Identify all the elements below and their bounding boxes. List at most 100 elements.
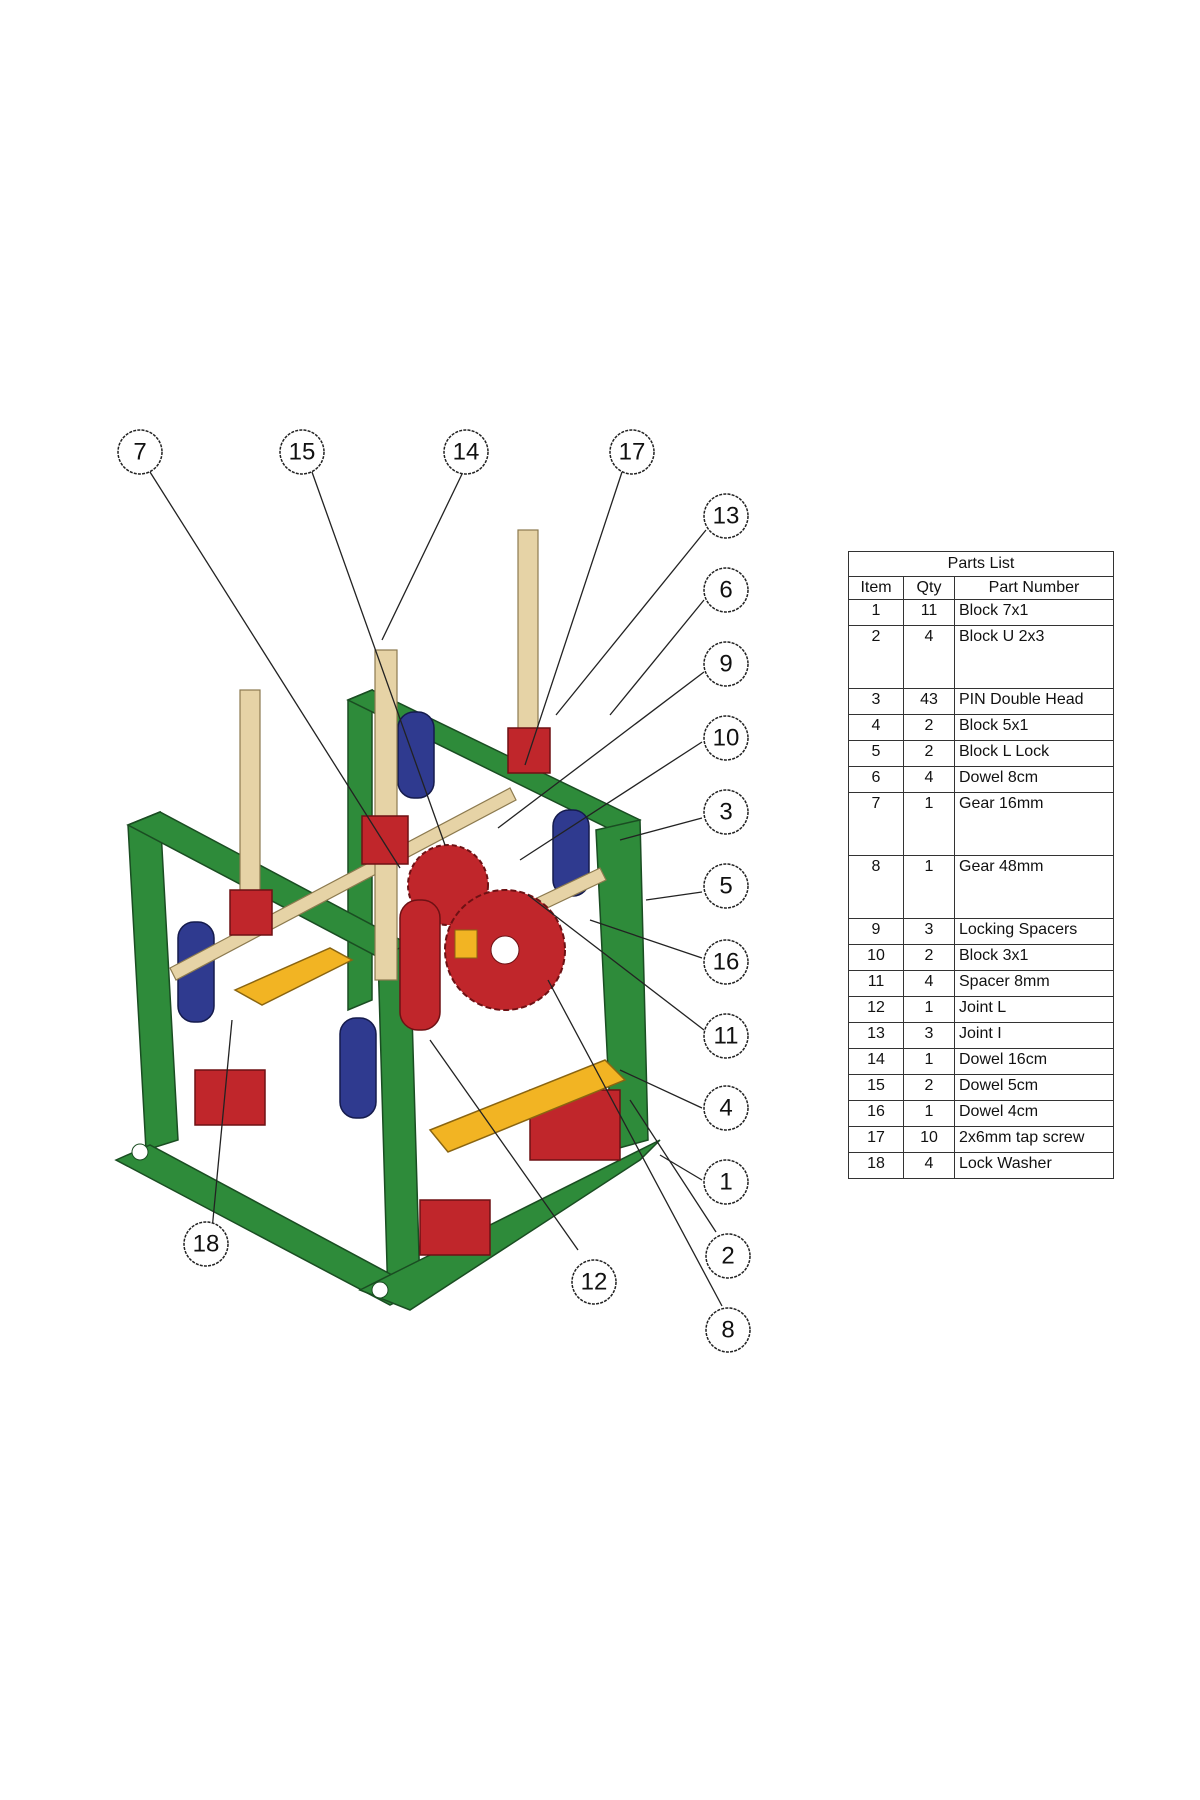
cell-item: 18 <box>848 1152 904 1179</box>
svg-text:12: 12 <box>581 1269 608 1296</box>
cell-qty: 2 <box>903 944 955 971</box>
svg-text:17: 17 <box>619 439 646 466</box>
cell-item: 1 <box>848 599 904 626</box>
cell-qty: 1 <box>903 792 955 856</box>
svg-text:13: 13 <box>713 503 740 530</box>
cell-part-number: PIN Double Head <box>954 688 1114 715</box>
callout-17: 17 <box>609 429 655 475</box>
cell-item: 2 <box>848 625 904 689</box>
leader-7 <box>149 471 401 869</box>
leader-17 <box>524 471 623 766</box>
leader-6 <box>609 599 705 716</box>
cell-part-number: Dowel 16cm <box>954 1048 1114 1075</box>
leader-4 <box>619 1069 703 1109</box>
callout-16: 16 <box>703 939 749 985</box>
leader-11 <box>527 894 705 1031</box>
callout-6: 6 <box>703 567 749 613</box>
leader-16 <box>589 919 703 959</box>
cell-qty: 11 <box>903 599 955 626</box>
cell-item: 11 <box>848 970 904 997</box>
callout-15: 15 <box>279 429 325 475</box>
cell-qty: 3 <box>903 918 955 945</box>
cell-part-number: Spacer 8mm <box>954 970 1114 997</box>
cell-qty: 1 <box>903 996 955 1023</box>
cell-qty: 3 <box>903 1022 955 1049</box>
svg-text:7: 7 <box>133 439 146 466</box>
cell-item: 17 <box>848 1126 904 1153</box>
gear-yellow-lock <box>454 929 478 959</box>
cell-qty: 4 <box>903 766 955 793</box>
cell-part-number: Dowel 8cm <box>954 766 1114 793</box>
dowel-vertical-left <box>239 689 261 911</box>
gear-red-plate <box>399 899 441 1031</box>
cell-item: 9 <box>848 918 904 945</box>
header-item: Item <box>848 576 904 600</box>
leader-18 <box>211 1019 233 1231</box>
cell-qty: 2 <box>903 714 955 741</box>
leader-10 <box>519 741 703 861</box>
leader-5 <box>645 891 703 901</box>
cell-item: 15 <box>848 1074 904 1101</box>
leader-1 <box>659 1154 703 1181</box>
callout-13: 13 <box>703 493 749 539</box>
cell-part-number: Joint L <box>954 996 1114 1023</box>
callout-11: 11 <box>703 1013 749 1059</box>
bracket-front-center <box>339 1017 377 1119</box>
cell-qty: 2 <box>903 740 955 767</box>
cell-item: 5 <box>848 740 904 767</box>
joint-block-center <box>361 815 409 865</box>
callout-8: 8 <box>705 1307 751 1353</box>
assembly-model <box>114 529 661 1311</box>
cell-part-number: Gear 48mm <box>954 855 1114 919</box>
callout-5: 5 <box>703 863 749 909</box>
cell-part-number: Lock Washer <box>954 1152 1114 1179</box>
leader-lines <box>149 471 723 1307</box>
svg-text:11: 11 <box>714 1023 739 1050</box>
svg-text:16: 16 <box>713 949 740 976</box>
cell-item: 14 <box>848 1048 904 1075</box>
foot-left <box>114 1144 422 1306</box>
cell-part-number: Block L Lock <box>954 740 1114 767</box>
leader-13 <box>555 529 707 716</box>
leader-3 <box>619 817 703 841</box>
svg-text:6: 6 <box>719 577 732 604</box>
leader-14 <box>381 471 464 641</box>
dowel-vertical-right <box>517 529 539 731</box>
foot-right <box>358 1139 661 1311</box>
cell-part-number: Block U 2x3 <box>954 625 1114 689</box>
front-frame-left-post <box>127 810 179 1152</box>
svg-text:5: 5 <box>719 873 732 900</box>
leader-15 <box>311 471 446 846</box>
svg-text:2: 2 <box>721 1243 734 1270</box>
svg-text:1: 1 <box>719 1169 732 1196</box>
base-block-left <box>194 1069 266 1126</box>
header-part-number: Part Number <box>954 576 1114 600</box>
cell-qty: 4 <box>903 625 955 689</box>
gear-48mm-hub <box>490 935 520 965</box>
cell-qty: 2 <box>903 1074 955 1101</box>
svg-text:3: 3 <box>719 799 732 826</box>
cell-qty: 4 <box>903 1152 955 1179</box>
svg-text:10: 10 <box>713 725 740 752</box>
yellow-beam-lower <box>428 1059 627 1153</box>
cell-qty: 43 <box>903 688 955 715</box>
svg-text:9: 9 <box>719 651 732 678</box>
callout-1: 1 <box>703 1159 749 1205</box>
cell-qty: 10 <box>903 1126 955 1153</box>
callout-10: 10 <box>703 715 749 761</box>
cell-qty: 1 <box>903 855 955 919</box>
cell-part-number: Block 5x1 <box>954 714 1114 741</box>
callout-14: 14 <box>443 429 489 475</box>
